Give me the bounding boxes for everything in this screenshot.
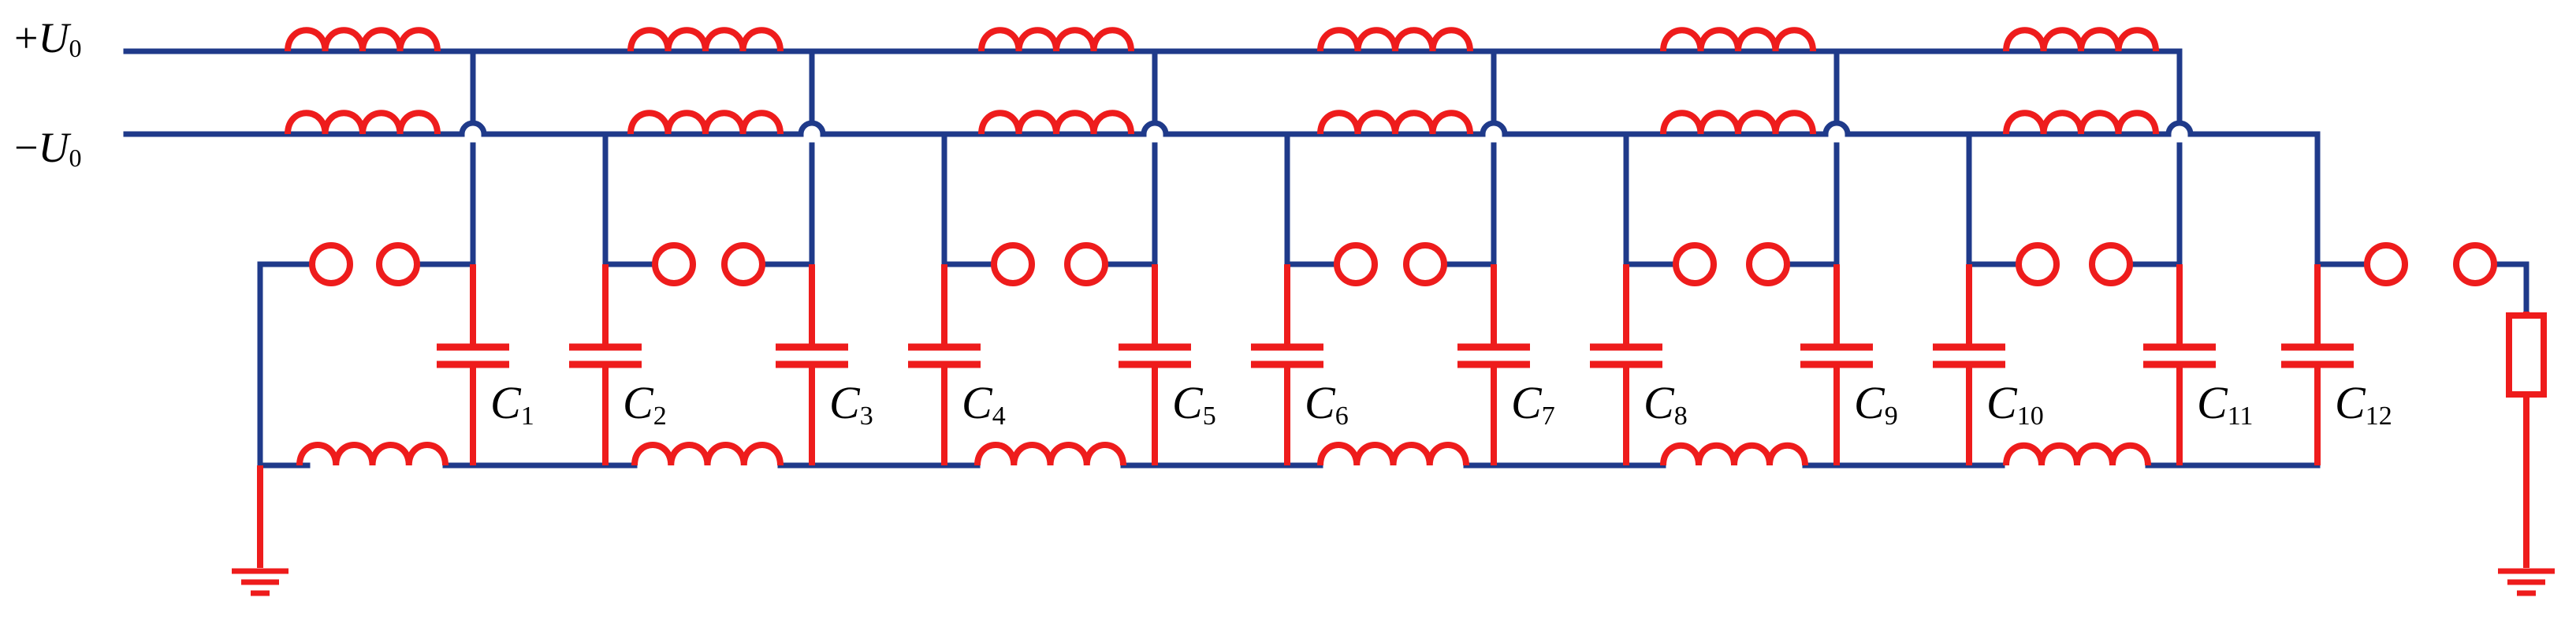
- capacitor-symbol: C: [829, 377, 861, 428]
- spark-gap-sphere: [309, 242, 353, 286]
- capacitor-subscript: 2: [653, 402, 667, 431]
- capacitor-subscript: 3: [860, 402, 873, 431]
- ground-left-riser: [257, 261, 311, 469]
- bottom-inductor-2: [631, 442, 784, 466]
- spark-gap-6: [2016, 242, 2133, 286]
- capacitor-label-c1: C1: [490, 377, 534, 431]
- capacitor-subscript: 8: [1674, 402, 1688, 431]
- capacitor-label-c7: C7: [1511, 377, 1555, 431]
- load-resistor: [2506, 312, 2547, 568]
- capacitor-symbol: C: [962, 377, 993, 428]
- spark-gap-sphere: [652, 242, 696, 286]
- capacitor-subscript: 7: [1542, 402, 1555, 431]
- capacitor-symbol: C: [2335, 377, 2366, 428]
- capacitor-c5: [1119, 264, 1191, 465]
- capacitor-symbol: C: [1644, 377, 1675, 428]
- spark-gap-2: [652, 242, 765, 286]
- spark-gap-sphere: [2453, 242, 2497, 286]
- spark-gap-sphere: [376, 242, 420, 286]
- capacitor-c9: [1800, 264, 1873, 465]
- capacitor-label-c6: C6: [1305, 377, 1349, 431]
- capacitor-subscript: 9: [1885, 402, 1898, 431]
- capacitor-label-c10: C10: [1986, 377, 2044, 431]
- capacitor-subscript: 6: [1335, 402, 1349, 431]
- capacitor-symbol: C: [490, 377, 522, 428]
- capacitor-c4: [908, 264, 981, 465]
- capacitor-c10: [1933, 264, 2005, 465]
- top-inductor-6: [2003, 27, 2159, 52]
- capacitor-symbol: C: [623, 377, 654, 428]
- spark-gap-sphere: [1403, 242, 1447, 286]
- spark-gap-5: [1673, 242, 1790, 286]
- capacitor-c6: [1251, 264, 1323, 465]
- capacitor-symbol: C: [1511, 377, 1543, 428]
- capacitor-c2: [569, 264, 642, 465]
- capacitor-symbol: C: [2197, 377, 2228, 428]
- capacitor-label-c5: C5: [1172, 377, 1216, 431]
- components: [232, 27, 2555, 596]
- right-ground-icon: [2498, 568, 2555, 596]
- capacitor-subscript: 10: [2017, 402, 2044, 431]
- spark-gap-sphere: [1746, 242, 1790, 286]
- top-inductor-2: [627, 27, 784, 52]
- capacitor-label-c2: C2: [623, 377, 667, 431]
- left-ground-icon: [232, 568, 288, 596]
- capacitor-subscript: 12: [2366, 402, 2392, 431]
- bottom-inductor-1: [296, 442, 449, 466]
- capacitor-label-c8: C8: [1644, 377, 1688, 431]
- spark-gap-sphere: [2089, 242, 2133, 286]
- plus-u0-label: +U0: [14, 14, 81, 62]
- capacitor-label-c4: C4: [962, 377, 1006, 431]
- capacitor-c8: [1590, 264, 1662, 465]
- spark-gap-sphere: [1334, 242, 1378, 286]
- capacitor-symbol: C: [1305, 377, 1336, 428]
- spark-gap-sphere: [2364, 242, 2408, 286]
- second-inductor-1: [285, 110, 441, 135]
- spark-gap-sphere: [2016, 242, 2060, 286]
- top-inductor-3: [978, 27, 1134, 52]
- capacitor-symbol: C: [1172, 377, 1204, 428]
- capacitor-label-c9: C9: [1854, 377, 1898, 431]
- spark-gap-7: [2364, 242, 2497, 286]
- capacitor-c11: [2143, 264, 2216, 465]
- spark-gap-3: [991, 242, 1108, 286]
- second-inductor-4: [1317, 110, 1473, 135]
- spark-gap-4: [1334, 242, 1447, 286]
- capacitor-symbol: C: [1854, 377, 1885, 428]
- second-inductor-6: [2003, 110, 2159, 135]
- spark-gap-sphere: [991, 242, 1035, 286]
- capacitor-c7: [1457, 264, 1530, 465]
- capacitor-subscript: 1: [521, 402, 534, 431]
- top-inductor-5: [1660, 27, 1816, 52]
- capacitor-c3: [776, 264, 848, 465]
- output-wire: [2492, 261, 2529, 315]
- bottom-inductor-5: [1660, 442, 1808, 466]
- spark-gap-1: [309, 242, 420, 286]
- top-inductor-4: [1317, 27, 1473, 52]
- capacitor-subscript: 11: [2228, 402, 2254, 431]
- bottom-inductor-4: [1317, 442, 1469, 466]
- bottom-inductor-6: [2003, 442, 2151, 466]
- spark-gap-sphere: [721, 242, 765, 286]
- second-inductor-2: [627, 110, 784, 135]
- capacitor-subscript: 5: [1203, 402, 1216, 431]
- capacitor-symbol: C: [1986, 377, 2018, 428]
- bottom-inductor-3: [974, 442, 1126, 466]
- spark-gap-sphere: [1673, 242, 1717, 286]
- capacitor-label-c11: C11: [2197, 377, 2253, 431]
- resistor-body: [2506, 312, 2547, 398]
- second-inductor-5: [1660, 110, 1816, 135]
- minus-u0-label: −U0: [14, 124, 81, 172]
- capacitor-c1: [437, 264, 509, 465]
- second-inductor-3: [978, 110, 1134, 135]
- capacitor-label-c3: C3: [829, 377, 873, 431]
- capacitor-label-c12: C12: [2335, 377, 2392, 431]
- minus-u0-line: [123, 120, 2321, 137]
- spark-gap-sphere: [1064, 242, 1108, 286]
- capacitor-c12: [2281, 264, 2354, 465]
- capacitor-subscript: 4: [992, 402, 1006, 431]
- top-inductor-1: [285, 27, 441, 52]
